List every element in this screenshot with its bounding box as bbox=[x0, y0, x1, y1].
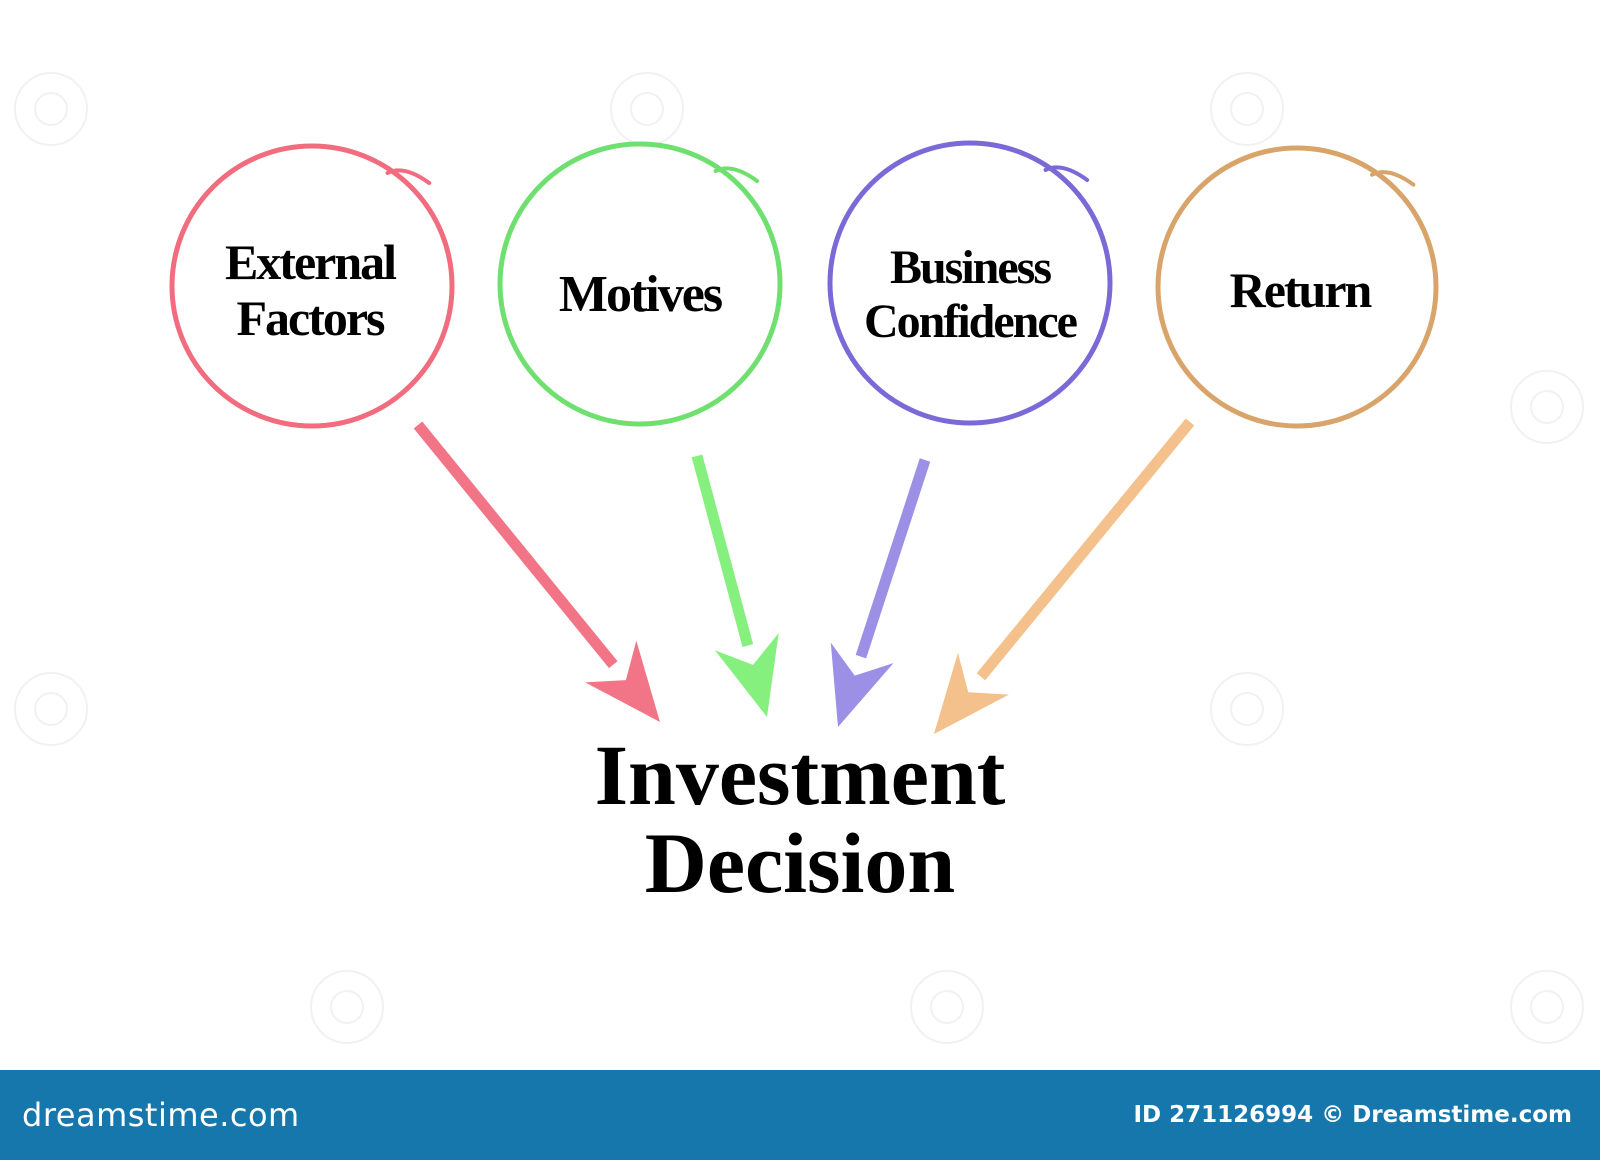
diagram-canvas: External Factors Motives Business Confid… bbox=[14, 72, 1584, 1044]
node-circle-business-confidence bbox=[827, 140, 1113, 426]
arrow-shaft-motives bbox=[691, 454, 754, 647]
arrow-head-external-factors bbox=[585, 640, 660, 722]
node-label-motives: Motives bbox=[558, 265, 723, 323]
footer-bar: dreamstime.com ID 271126994 © Dreamstime… bbox=[0, 1070, 1600, 1160]
target-title-line2: Decision bbox=[644, 814, 956, 911]
node-label-return: Return bbox=[1229, 262, 1373, 318]
node-flourish-motives bbox=[713, 166, 760, 183]
arrow-shaft-business-confidence bbox=[855, 458, 931, 659]
node-flourish-return bbox=[1370, 170, 1416, 187]
node-circle-motives bbox=[497, 141, 783, 427]
node-flourish-external-factors bbox=[385, 168, 432, 185]
arrow-head-motives bbox=[714, 633, 779, 717]
arrow-shaft-external-factors bbox=[413, 421, 618, 669]
footer-credit: ID 271126994 © Dreamstime.com bbox=[1133, 1102, 1573, 1128]
node-circle-return bbox=[1155, 145, 1439, 429]
footer-brand[interactable]: dreamstime.com bbox=[22, 1096, 300, 1134]
diagram-svg bbox=[169, 140, 1439, 734]
target-title-line1: Investment bbox=[594, 727, 1006, 823]
arrow-shaft-return bbox=[976, 418, 1195, 681]
target-title: Investment Decision bbox=[400, 727, 1200, 911]
arrow-head-return bbox=[934, 652, 1009, 734]
arrow-head-business-confidence bbox=[830, 642, 894, 727]
node-label-external-factors: External Factors bbox=[224, 234, 397, 346]
node-flourish-business-confidence bbox=[1043, 165, 1090, 182]
node-label-business-confidence: Business Confidence bbox=[864, 241, 1078, 348]
node-circle-external-factors bbox=[169, 143, 455, 429]
